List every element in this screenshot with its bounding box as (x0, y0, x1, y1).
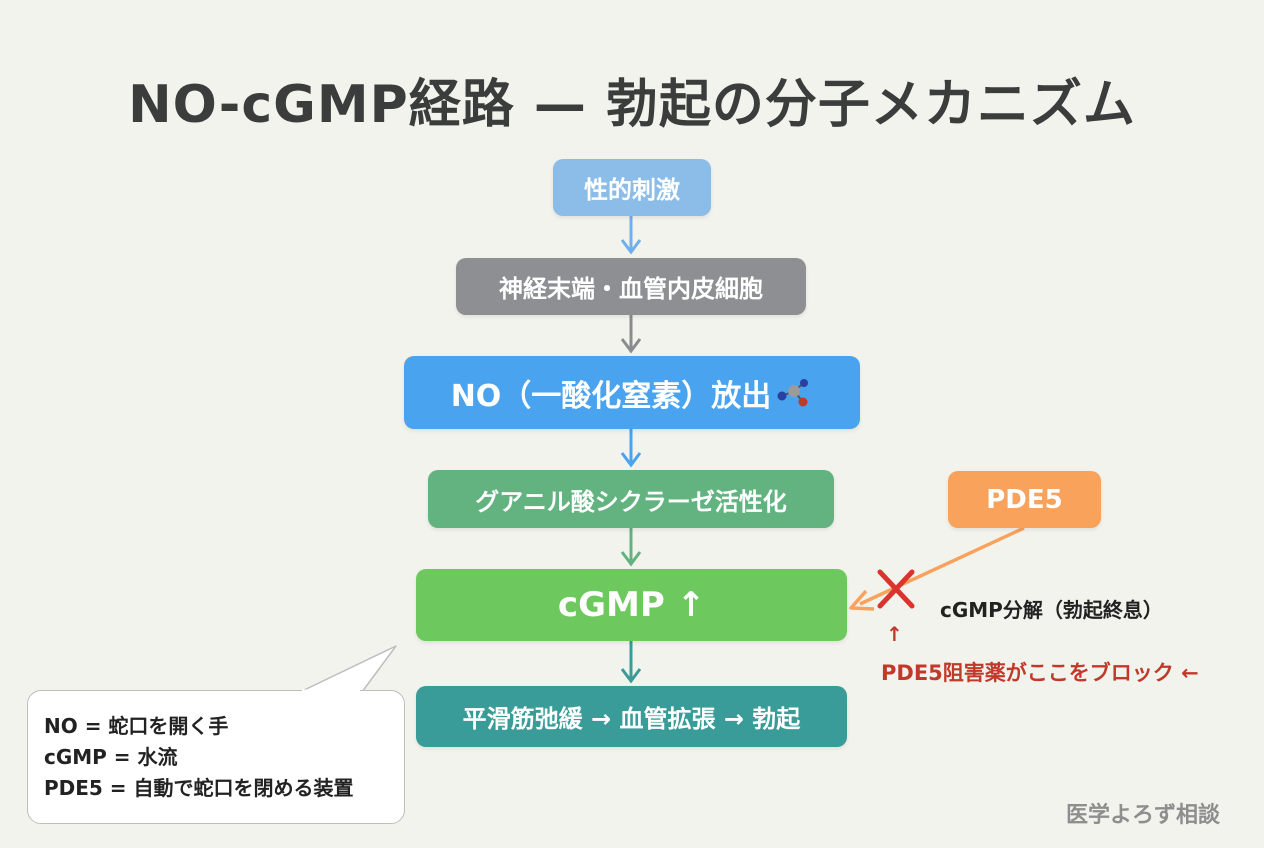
pde5-inhibitor-note: PDE5阻害薬がここをブロック ← (881, 661, 1199, 685)
pde5-box: PDE5 (948, 471, 1101, 528)
molecule-icon (777, 378, 809, 406)
cross-icon (877, 569, 915, 609)
arrow-down-icon (620, 429, 642, 468)
analogy-line-cgmp: cGMP = 水流 (44, 745, 178, 769)
flow-step-nerve-endothelium: 神経末端・血管内皮細胞 (456, 258, 806, 315)
flow-step-sexual-stimulus: 性的刺激 (553, 159, 711, 216)
flow-step-no-release: NO（一酸化窒素）放出 (404, 356, 860, 429)
arrow-down-icon (620, 315, 642, 354)
flow-step-guanylate-cyclase: グアニル酸シクラーゼ活性化 (428, 470, 834, 528)
arrow-down-icon (620, 528, 642, 567)
arrow-down-icon (620, 641, 642, 684)
flow-step-cgmp-increase: cGMP ↑ (416, 569, 847, 641)
up-arrow-icon: ↑ (886, 622, 903, 646)
analogy-line-no: NO = 蛇口を開く手 (44, 714, 229, 738)
pde5-arrow (849, 526, 1025, 611)
flow-step-erection: 平滑筋弛緩 → 血管拡張 → 勃起 (416, 686, 847, 747)
analogy-line-pde5: PDE5 = 自動で蛇口を閉める装置 (44, 776, 354, 800)
page-title: NO-cGMP経路 — 勃起の分子メカニズム (128, 75, 1136, 135)
flow-step-no-release-label: NO（一酸化窒素）放出 (450, 378, 772, 414)
analogy-callout: NO = 蛇口を開く手 cGMP = 水流 PDE5 = 自動で蛇口を閉める装置 (27, 690, 405, 824)
cgmp-degradation-note: cGMP分解（勃起終息） (940, 598, 1163, 622)
arrow-down-icon (620, 216, 642, 255)
watermark: 医学よろず相談 (1066, 803, 1221, 828)
